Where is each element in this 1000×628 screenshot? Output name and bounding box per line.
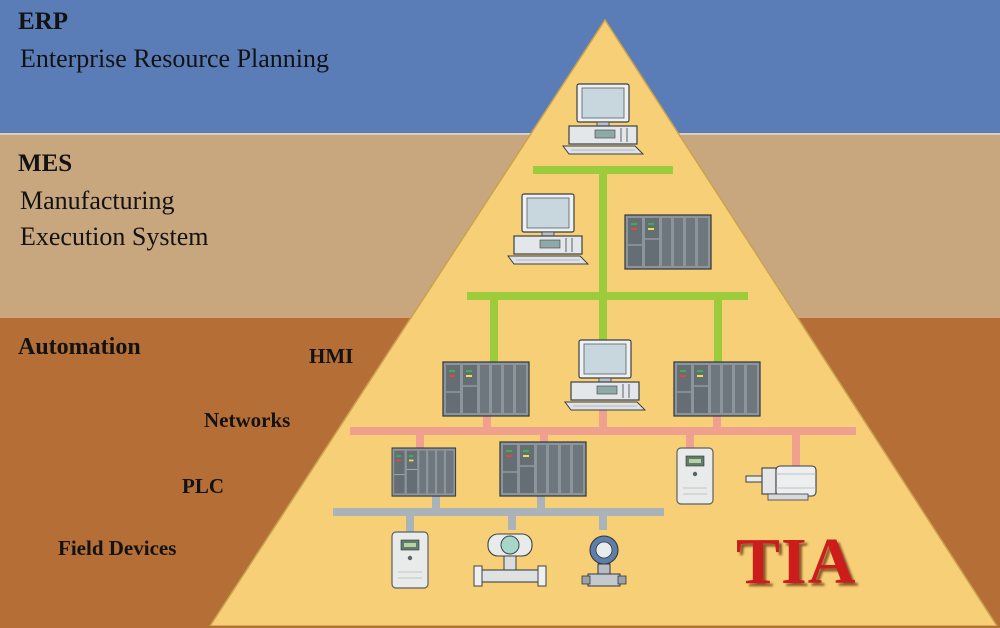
plc-rack-icon — [624, 214, 712, 270]
mes-name-line1: Manufacturing — [20, 186, 175, 215]
erp-full-name: Enterprise Resource Planning — [20, 44, 330, 73]
pink-network-bus — [350, 409, 856, 466]
tia-logo: TIA — [736, 525, 857, 598]
green-network-bus — [467, 166, 748, 362]
mes-abbreviation: MES — [18, 150, 73, 177]
erp-abbreviation: ERP — [18, 8, 68, 35]
level-label-hmi: HMI — [309, 344, 354, 368]
automation-title: Automation — [18, 334, 141, 360]
motor-icon — [745, 465, 817, 501]
level-label-plc: PLC — [182, 474, 224, 498]
erp-band — [0, 0, 1000, 133]
level-label-networks: Networks — [204, 408, 291, 432]
plc-rack-icon — [442, 361, 530, 417]
gray-fieldbus — [333, 496, 664, 532]
pressure-transmitter-icon — [581, 535, 627, 587]
flowmeter-icon — [473, 533, 547, 587]
plc-rack-icon — [499, 441, 587, 497]
level-label-field-devices: Field Devices — [58, 536, 177, 560]
frequency-drive-icon — [391, 531, 429, 589]
plc-rack-icon — [391, 447, 457, 497]
plc-rack-icon — [673, 361, 761, 417]
frequency-drive-icon — [676, 447, 714, 505]
mes-name-line2: Execution System — [20, 222, 209, 251]
